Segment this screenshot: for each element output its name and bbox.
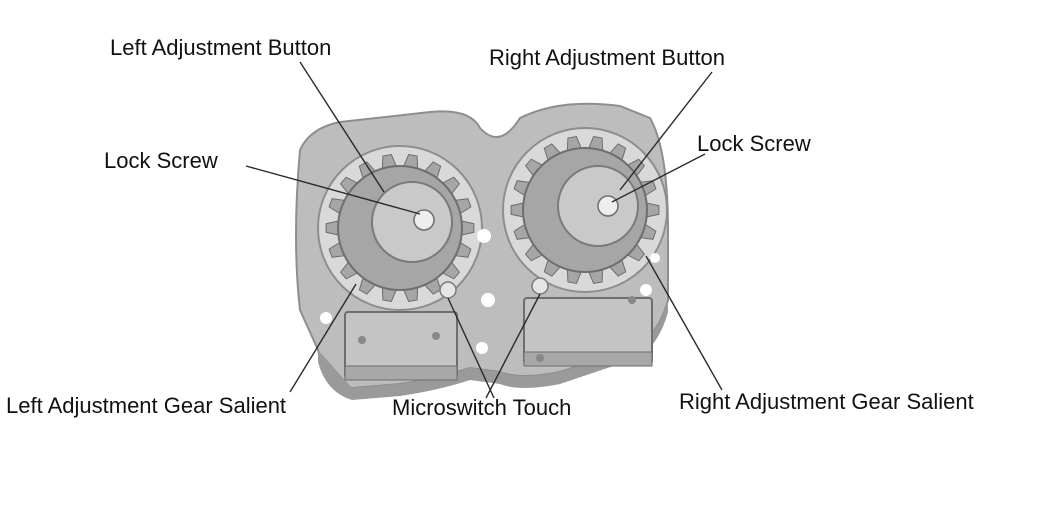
right-lock-screw (597, 195, 619, 217)
label-lock-screw-right: Lock Screw (697, 131, 811, 156)
plate-hole (320, 312, 332, 324)
switch-pin (358, 336, 366, 344)
label-right-adjustment-gear-salient: Right Adjustment Gear Salient (679, 389, 974, 414)
leader-left-adjustment-gear-salient (289, 283, 357, 393)
right-microswitch-front (523, 351, 653, 367)
leader-right-adjustment-button (619, 71, 713, 191)
switch-pin (432, 332, 440, 340)
plate-hole (650, 253, 660, 263)
label-left-adjustment-gear-salient: Left Adjustment Gear Salient (6, 393, 287, 418)
microswitch-touch-left (439, 281, 457, 299)
plate-hole (476, 342, 488, 354)
switch-pin (628, 296, 636, 304)
label-left-adjustment-button: Left Adjustment Button (110, 35, 332, 60)
base-plate-shadow (318, 300, 668, 400)
left-microswitch-front (344, 365, 458, 381)
left-lock-screw (413, 209, 435, 231)
plate-hole (640, 284, 652, 296)
leader-microswitch-touch-right (485, 293, 541, 399)
plate-hole (481, 293, 495, 307)
leader-microswitch-touch-left (447, 297, 495, 399)
leader-left-adjustment-button (299, 61, 385, 193)
label-right-adjustment-button: Right Adjustment Button (489, 45, 726, 70)
leader-lock-screw-right (611, 153, 706, 203)
leader-lock-screw-left (245, 165, 421, 215)
switch-pin (536, 354, 544, 362)
left-adjustment-button (371, 181, 453, 263)
plate-hole (477, 229, 491, 243)
microswitch-touch-right (531, 277, 549, 295)
leader-right-adjustment-gear-salient (645, 255, 723, 391)
label-lock-screw-left: Lock Screw (104, 148, 218, 173)
label-microswitch-touch: Microswitch Touch (392, 395, 572, 420)
